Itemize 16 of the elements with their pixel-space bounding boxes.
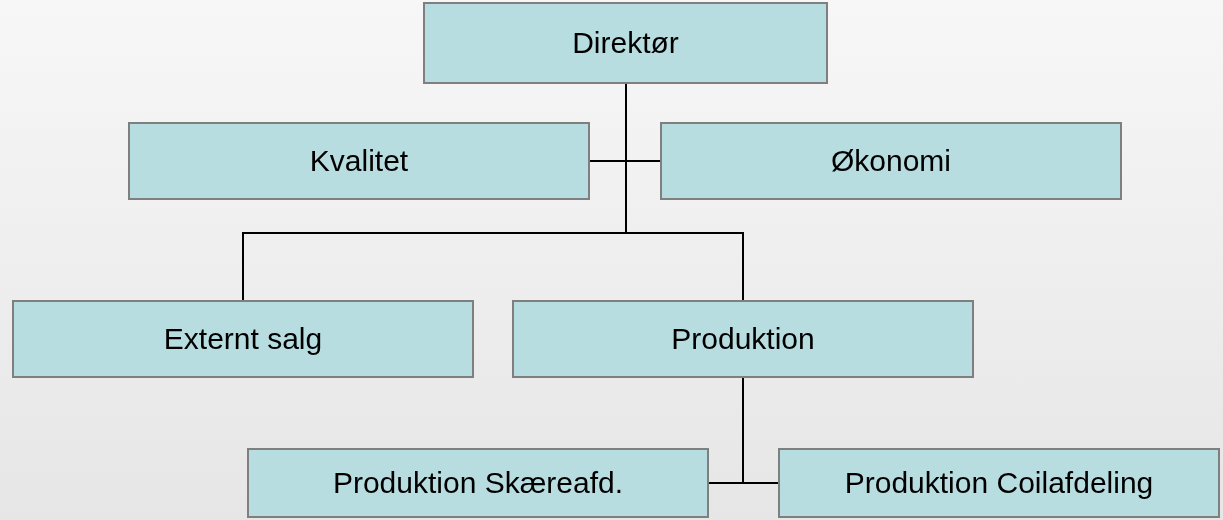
box-label: Kvalitet [309,144,409,178]
box-label: Produktion Skæreafd. [332,466,624,500]
box-label: Økonomi [830,144,951,178]
org-box [423,2,828,84]
org-box [128,122,590,200]
box-label: Produktion Coilafdeling [844,466,1154,500]
org-box [778,448,1220,518]
box-label: Produktion [671,322,815,356]
org-box [660,122,1122,200]
box-label: Direktør [572,26,679,60]
org-box [12,300,474,378]
connector-line [742,377,779,484]
org-box [247,448,709,518]
org-box [512,300,974,378]
connector-line [625,83,744,301]
box-label: Externt salg [163,322,323,356]
